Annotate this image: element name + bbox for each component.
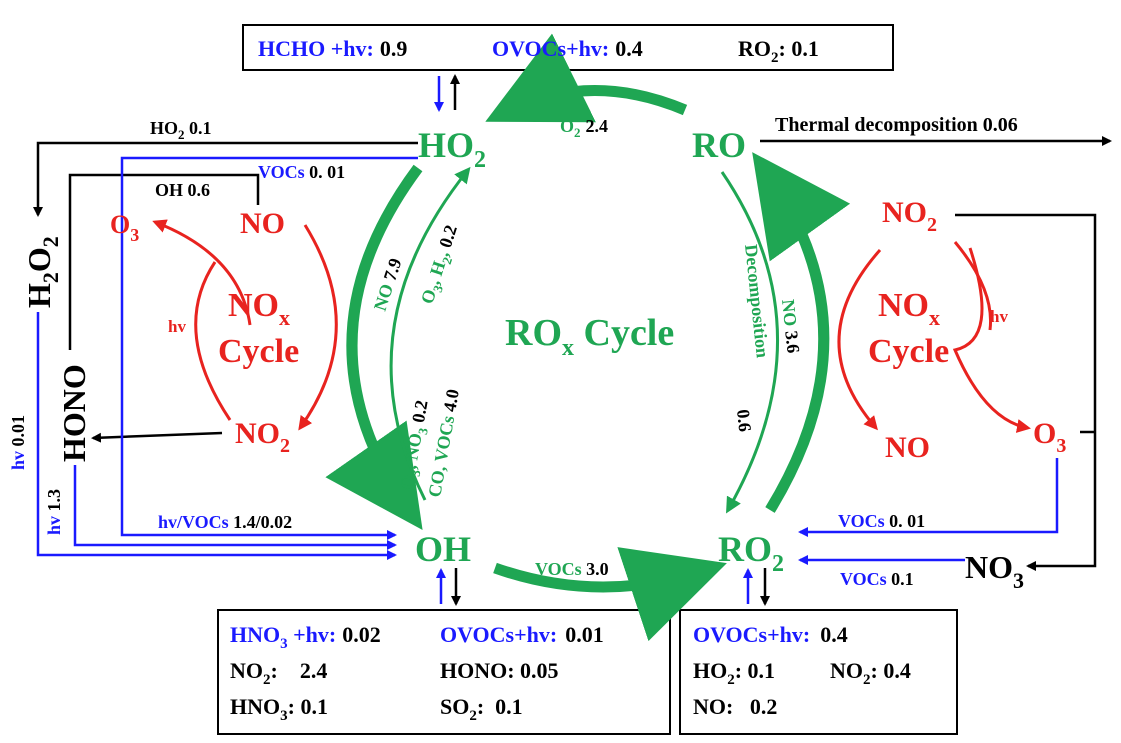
arrow-ro2-to-ro [752,152,851,513]
oh-box-ovocs: OVOCs+hv:0.01 [440,622,604,647]
species-oh: OH [415,529,471,569]
label-hv-h2o2: hv 0.01 [8,415,28,470]
species-hono: HONO [56,364,92,462]
label-decomp-val: 0.6 [733,408,755,432]
nox-left-o3: O3 [110,210,139,245]
nox-left-hv: hv [168,317,186,336]
arrow-no2-to-o3-right [952,247,1031,433]
arrow-no2-right-to-no3 [955,213,1097,571]
nox-right-no2: NO2 [882,196,937,236]
label-thermal: Thermal decomposition 0.06 [775,114,1018,136]
top-box-ovocs: OVOCs+hv:0.4 [492,36,643,61]
arrow-ro-to-ro2 [720,171,779,514]
species-no3: NO3 [965,549,1024,593]
arrow-ho2-to-h2o2 [33,141,418,217]
arrow-oh-to-ho2 [389,166,471,501]
nox-left-title1: NOx [228,287,290,330]
species-h2o2: H2O2 [21,236,63,308]
label-vocs-o3-ro2: VOCs 0. 01 [838,511,925,531]
nox-right-title1: NOx [878,287,940,330]
label-oh-hono: OH 0.6 [155,180,210,200]
ro2-box-ovocs: OVOCs+hv:0.4 [693,622,848,647]
top-box-hcho: HCHO +hv:0.9 [258,36,407,61]
label-ho2-h2o2: HO2 0.1 [150,118,212,142]
ro2-box-ho2: HO2: 0.1 [693,658,775,688]
nox-right-o3: O3 [1033,417,1066,457]
nox-left-title2: Cycle [218,333,299,370]
nox-right-title2: Cycle [868,333,949,370]
nox-left-no: NO [240,207,285,240]
label-hv-hono: hv 1.3 [44,489,64,535]
arrow-hono-hv-to-oh [73,465,397,550]
oh-box-hno3hv: HNO3 +hv:0.02 [230,622,381,652]
oh-box-hono: HONO: 0.05 [440,658,559,683]
species-ho2: HO2 [418,125,486,173]
species-ro2: RO2 [718,529,784,577]
label-decomposition: Decomposition [741,243,773,358]
arrow-h2o2-hv-to-oh [36,312,397,560]
oh-box-no2: NO2: 2.4 [230,658,327,688]
ro2-box-no: NO: 0.2 [693,694,777,719]
label-no-ro2-ro: NO 3.6 [778,298,804,354]
arrow-ho2-to-oh [325,164,423,531]
label-o3-no3: O3, NO3 0.2 [396,399,435,492]
arrow-o3-right-to-ro2 [798,458,1059,537]
nox-right-no: NO [885,431,930,464]
arrow-no2-to-hono [91,431,223,443]
species-ro: RO [692,125,746,165]
oh-box-hno3: HNO3: 0.1 [230,694,328,724]
ro2-loss-box [679,609,958,735]
rox-cycle-title: ROx Cycle [505,312,674,361]
arrow-no2-to-o3-left-arc [194,261,232,421]
arrow-no2-to-o3-right-arc [953,241,993,331]
arrow-ro-to-ho2 [485,33,688,123]
arrow-vocs-ho2-to-oh [120,156,418,540]
arrow-oh-no-to-hono [68,173,260,350]
nox-right-hv: hv [990,307,1008,326]
oh-loss-box [217,609,671,735]
top-box-ro2: RO2: 0.1 [738,36,819,66]
oh-box-so2: SO2: 0.1 [440,694,523,724]
arrow-no-to-o3-left [152,219,252,326]
label-vocs-oh-ro2: VOCs 3.0 [535,559,609,579]
arrow-oh-to-ro2 [493,547,727,642]
ro2-box-no2: NO2: 0.4 [830,658,911,688]
arrow-no-to-no2-left [298,224,338,431]
label-vocs-no3-ro2: VOCs 0.1 [840,569,914,589]
label-hv-vocs: hv/VOCs 1.4/0.02 [158,512,292,532]
arrow-no2-to-no-right [837,249,882,431]
label-vocs-top: VOCs 0. 01 [258,162,345,182]
label-no-ho2-oh: NO 7.9 [370,256,406,314]
nox-left-no2: NO2 [235,417,290,457]
